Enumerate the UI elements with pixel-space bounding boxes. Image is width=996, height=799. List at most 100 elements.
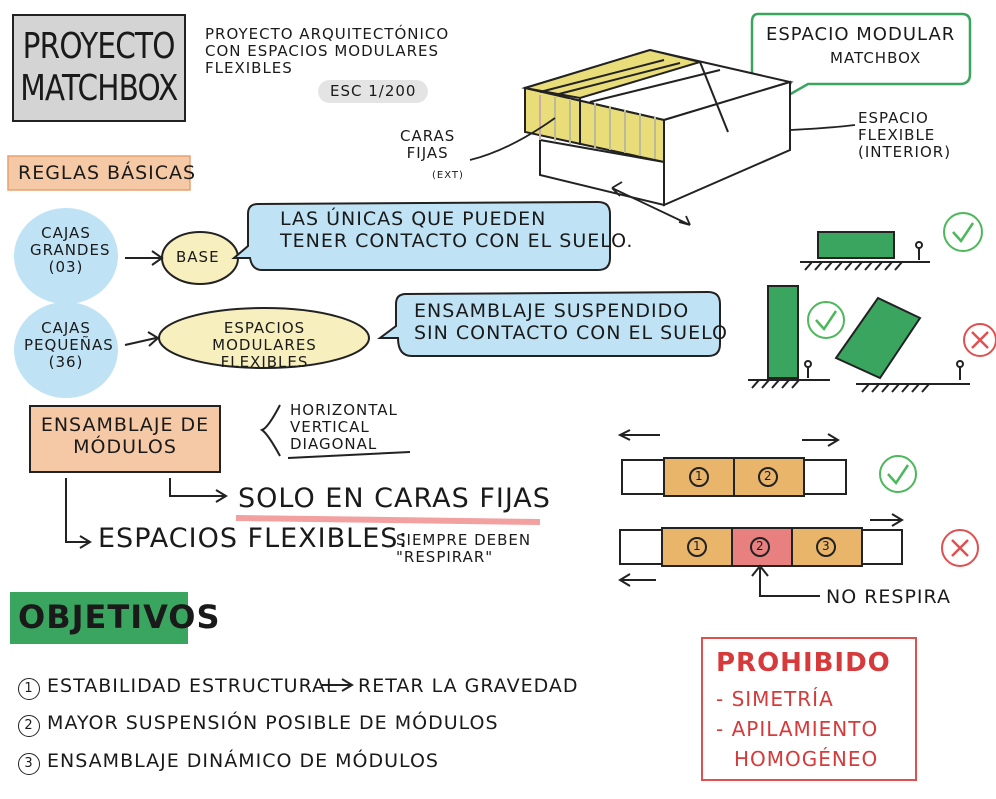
arrow-flexible	[789, 124, 856, 131]
arrow-solo-fijas	[169, 478, 228, 503]
project-title-line-2: MATCHBOX	[20, 68, 178, 109]
speech-bubble-modular	[750, 12, 972, 102]
prohibited-item-2: - APILAMIENTO	[716, 717, 879, 741]
arrow-caras-fijas	[469, 117, 556, 161]
small-boxes-line-3: (36)	[48, 353, 84, 371]
subtitle-line-1: PROYECTO ARQUITECTÓNICO	[205, 25, 450, 43]
suspended-note: ENSAMBLAJE SUSPENDIDO SIN CONTACTO CON E…	[414, 300, 728, 344]
module-number-1b: 1	[693, 539, 702, 553]
module-number-2a: 2	[764, 469, 773, 483]
objective-1-extra: RETAR LA GRAVEDAD	[358, 675, 579, 697]
flex-space-line-2: FLEXIBLE	[858, 126, 936, 144]
prohibited-box	[701, 637, 917, 781]
ground-diagram-2	[748, 285, 830, 389]
fixed-faces-line-2: FIJAS	[406, 144, 449, 162]
flex-space-label: ESPACIO FLEXIBLE (INTERIOR)	[858, 110, 951, 161]
arrow-small-to-modular	[124, 331, 160, 347]
objective-3: 3 ENSAMBLAJE DINÁMICO DE MÓDULOS	[18, 750, 439, 775]
modular-spaces-label: ESPACIOS MODULARES FLEXIBLES	[172, 320, 357, 371]
no-breathe-label: NO RESPIRA	[826, 586, 951, 608]
bubble-modular-sub: MATCHBOX	[830, 49, 922, 67]
small-boxes-circle	[14, 302, 118, 398]
objective-3-number: 3	[18, 753, 40, 775]
prohibited-heading: PROHIBIDO	[716, 648, 891, 678]
ground-diagram-3	[834, 296, 970, 393]
base-label: BASE	[176, 248, 220, 266]
base-note-line-1: LAS ÚNICAS QUE PUEDEN	[280, 208, 547, 230]
direction-vertical: VERTICAL	[290, 418, 370, 436]
directions-list: HORIZONTAL VERTICAL DIAGONAL	[290, 402, 398, 453]
objective-2: 2 MAYOR SUSPENSIÓN POSIBLE DE MÓDULOS	[18, 712, 499, 737]
big-boxes-label: CAJAS GRANDES (03)	[30, 224, 111, 276]
scale-label: ESC 1/200	[318, 80, 429, 103]
bubble-base-note	[231, 200, 611, 271]
rules-box	[7, 155, 191, 191]
must-breathe-line-1: SIEMPRE DEBEN	[396, 531, 532, 549]
suspended-note-line-1: ENSAMBLAJE SUSPENDIDO	[414, 300, 690, 322]
diagonal-strike	[287, 451, 411, 459]
x-icon-2	[941, 529, 979, 567]
bubble-suspended-note	[377, 290, 721, 357]
big-boxes-line-1: CAJAS	[41, 224, 91, 242]
rules-heading: REGLAS BÁSICAS	[18, 162, 197, 184]
check-icon-3	[879, 455, 917, 493]
ground-diagram-1	[800, 231, 930, 271]
objective-1-number: 1	[18, 678, 40, 700]
module-number-3b: 3	[822, 539, 831, 553]
module-strip-1	[617, 429, 847, 497]
suspended-note-line-2: SIN CONTACTO CON EL SUELO	[414, 322, 728, 344]
direction-diagonal: DIAGONAL	[290, 435, 378, 453]
flex-space-line-1: ESPACIO	[858, 109, 929, 127]
big-boxes-line-3: (03)	[48, 258, 84, 276]
bubble-modular-title: ESPACIO MODULAR	[766, 24, 956, 45]
objective-2-text: MAYOR SUSPENSIÓN POSIBLE DE MÓDULOS	[47, 712, 499, 734]
direction-horizontal: HORIZONTAL	[290, 401, 398, 419]
matchbox-isometric	[521, 48, 794, 207]
objective-1-text: ESTABILIDAD ESTRUCTURAL	[47, 675, 338, 697]
prohibited-item-3: HOMOGÉNEO	[734, 747, 879, 771]
fixed-ext-label: (EXT)	[432, 170, 464, 181]
check-icon-2	[807, 301, 845, 339]
objective-2-number: 2	[18, 715, 40, 737]
objective-3-text: ENSAMBLAJE DINÁMICO DE MÓDULOS	[47, 750, 439, 772]
objective-1: 1 ESTABILIDAD ESTRUCTURAL	[18, 675, 338, 700]
small-boxes-line-2: PEQUEÑAS	[24, 336, 114, 354]
must-breathe-line-2: "RESPIRAR"	[396, 548, 494, 566]
prohibited-item-1: - SIMETRÍA	[716, 687, 834, 711]
small-boxes-label: CAJAS PEQUEÑAS (36)	[24, 319, 114, 371]
must-breathe-note: SIEMPRE DEBEN "RESPIRAR"	[396, 532, 531, 566]
flex-space-line-3: (INTERIOR)	[858, 143, 952, 161]
objectives-box	[10, 592, 188, 644]
only-fixed-faces: SOLO EN CARAS FIJAS	[238, 483, 551, 514]
subtitle-line-2: CON ESPACIOS MODULARES	[205, 42, 440, 60]
module-strip-2	[618, 513, 904, 597]
fixed-faces-label: CARAS FIJAS	[400, 128, 455, 162]
small-boxes-line-1: CAJAS	[41, 319, 91, 337]
assembly-box	[29, 405, 221, 473]
arrow-objective-1	[322, 678, 354, 692]
module-number-2b: 2	[756, 539, 765, 553]
bracket-directions	[259, 404, 281, 457]
check-icon-1	[943, 212, 983, 252]
assembly-line-2: MÓDULOS	[73, 436, 177, 458]
fixed-faces-line-1: CARAS	[400, 127, 456, 145]
objectives-heading: OBJETIVOS	[18, 598, 221, 636]
subtitle-line-3: FLEXIBLES	[205, 59, 293, 77]
underline-solo-fijas	[235, 515, 541, 525]
modular-circle	[158, 307, 370, 369]
big-boxes-circle	[14, 208, 118, 304]
big-boxes-line-2: GRANDES	[30, 241, 111, 259]
base-note: LAS ÚNICAS QUE PUEDEN TENER CONTACTO CON…	[280, 208, 633, 252]
module-number-1a: 1	[695, 469, 704, 483]
arrow-big-to-base	[125, 250, 164, 266]
project-title-box: PROYECTO MATCHBOX	[12, 14, 186, 122]
assembly-line-1: ENSAMBLAJE DE	[40, 414, 210, 436]
assembly-label: ENSAMBLAJE DE MÓDULOS	[30, 414, 220, 458]
arrow-flex-spaces	[65, 478, 92, 549]
x-icon-1	[963, 323, 996, 357]
subtitle: PROYECTO ARQUITECTÓNICO CON ESPACIOS MOD…	[205, 26, 449, 77]
prohibited-list: - SIMETRÍA - APILAMIENTO HOMOGÉNEO	[716, 684, 878, 774]
base-note-line-2: TENER CONTACTO CON EL SUELO.	[280, 230, 634, 252]
modular-spaces-line-2: FLEXIBLES	[220, 353, 309, 371]
